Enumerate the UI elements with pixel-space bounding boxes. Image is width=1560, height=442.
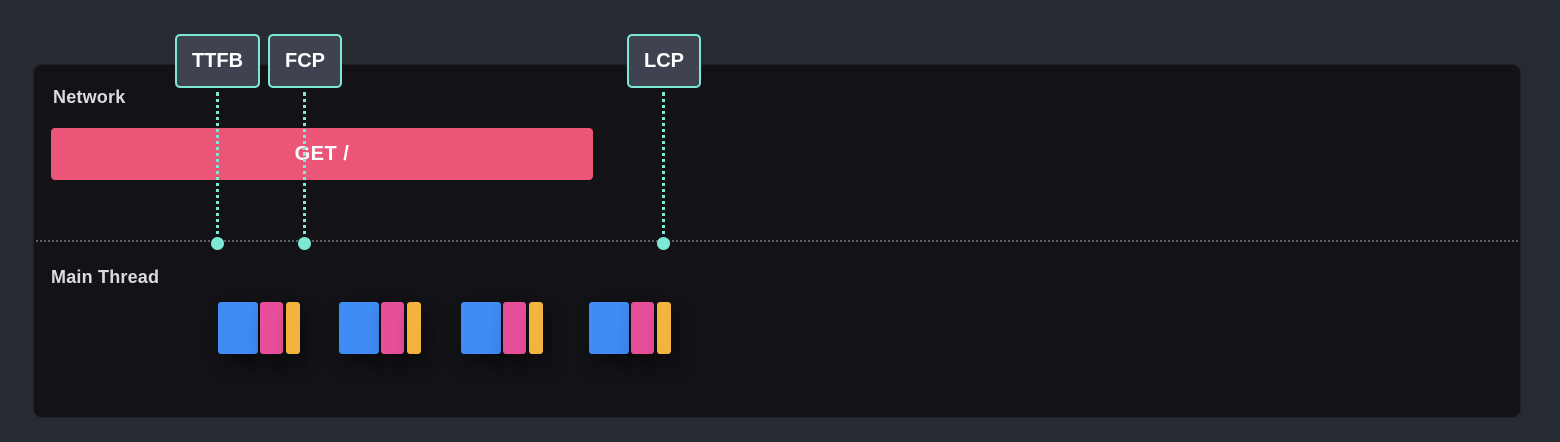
- lane-divider: [36, 240, 1518, 242]
- task-block-secondary: [631, 302, 654, 354]
- task-block-tertiary: [657, 302, 671, 354]
- task-block-primary: [461, 302, 501, 354]
- task-block-tertiary: [286, 302, 300, 354]
- network-request-bar[interactable]: GET /: [51, 128, 593, 180]
- lcp-marker-dot: [657, 237, 670, 250]
- task-block-tertiary: [529, 302, 543, 354]
- task-block-secondary: [503, 302, 526, 354]
- network-lane-label: Network: [53, 87, 126, 107]
- task-block-secondary: [260, 302, 283, 354]
- task-block-tertiary: [407, 302, 421, 354]
- lcp-marker-line: [662, 92, 665, 242]
- ttfb-marker-dot: [211, 237, 224, 250]
- fcp-marker-label[interactable]: FCP: [268, 34, 342, 88]
- ttfb-marker-label[interactable]: TTFB: [175, 34, 260, 88]
- main-thread-lane-label: Main Thread: [51, 267, 160, 287]
- task-block-primary: [589, 302, 629, 354]
- ttfb-marker-line: [216, 92, 219, 242]
- lcp-marker-label[interactable]: LCP: [627, 34, 701, 88]
- task-block-primary: [339, 302, 379, 354]
- fcp-marker-dot: [298, 237, 311, 250]
- task-block-secondary: [381, 302, 404, 354]
- task-block-primary: [218, 302, 258, 354]
- fcp-marker-line: [303, 92, 306, 242]
